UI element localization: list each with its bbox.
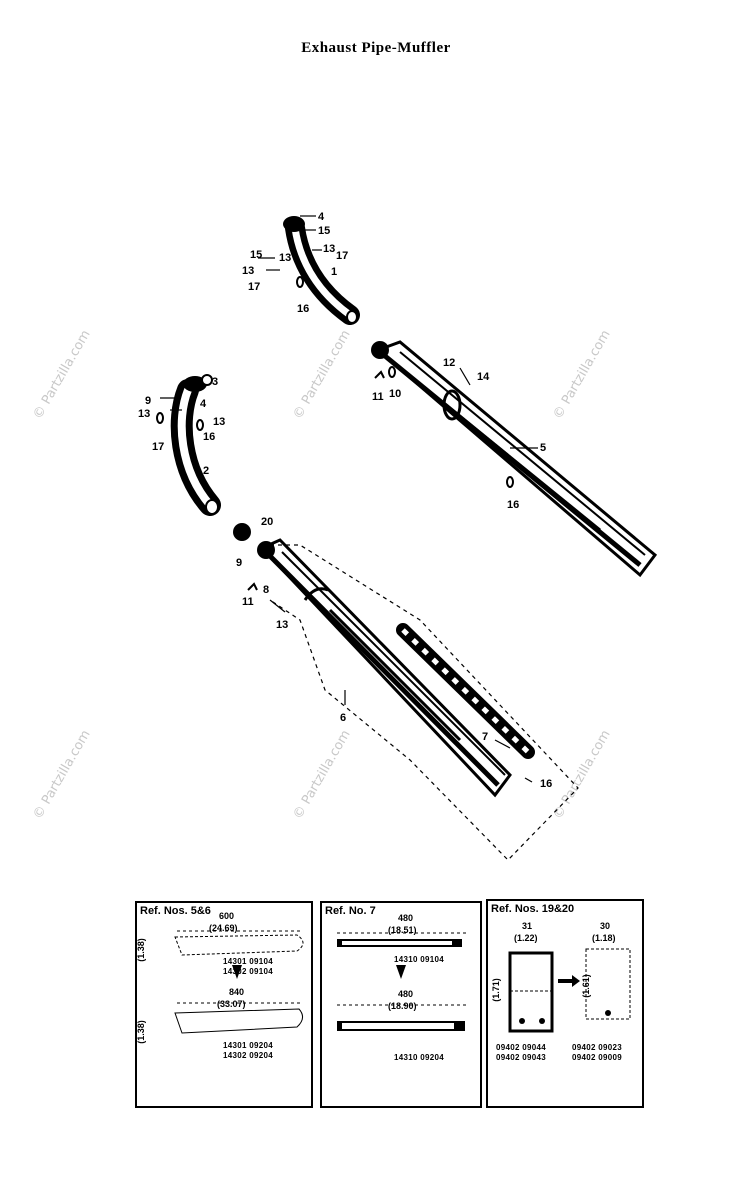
dimension-in: (18.51) bbox=[388, 925, 417, 935]
watermark-text: © Partzilla.com bbox=[290, 728, 353, 822]
callout-11: 11 bbox=[242, 596, 254, 608]
part-code: 14302 09104 bbox=[223, 967, 274, 976]
callout-8: 8 bbox=[372, 347, 378, 359]
callout-17: 17 bbox=[248, 281, 260, 293]
height-in: (1.38) bbox=[135, 1020, 146, 1044]
callout-1: 1 bbox=[331, 266, 337, 278]
part-code: 14310 09204 bbox=[394, 1053, 445, 1062]
part-code: 09402 09043 bbox=[496, 1053, 547, 1062]
callout-16: 16 bbox=[507, 499, 519, 511]
part-code: 09402 09009 bbox=[572, 1053, 623, 1062]
dimension-in: (1.18) bbox=[592, 933, 616, 943]
exhaust-pipe-1 bbox=[283, 216, 360, 325]
leader-lines bbox=[160, 215, 538, 783]
dimension-mm: 30 bbox=[600, 921, 611, 931]
callout-15: 15 bbox=[250, 249, 262, 261]
diagram-title: Exhaust Pipe-Muffler bbox=[301, 40, 451, 56]
callout-16: 16 bbox=[203, 431, 215, 443]
ref-box-title: Ref. No. 7 bbox=[325, 905, 376, 917]
part-code: 14302 09204 bbox=[223, 1051, 274, 1060]
baffle-profile-drawing bbox=[337, 932, 467, 1031]
callout-9: 9 bbox=[145, 395, 151, 407]
callout-16: 16 bbox=[297, 303, 309, 315]
callout-13: 13 bbox=[323, 243, 335, 255]
callout-13: 13 bbox=[138, 408, 150, 420]
callout-4: 4 bbox=[200, 398, 207, 410]
part-code: 14310 09104 bbox=[394, 955, 445, 964]
dimension-mm: 480 bbox=[398, 913, 414, 923]
part-code: 14301 09204 bbox=[223, 1041, 274, 1050]
ref-box-title: Ref. Nos. 19&20 bbox=[491, 903, 575, 915]
callout-13: 13 bbox=[276, 619, 288, 631]
part-code: 09402 09023 bbox=[572, 1043, 623, 1052]
callout-8: 8 bbox=[263, 584, 269, 596]
callout-14: 14 bbox=[477, 371, 490, 383]
hardware-bolts bbox=[156, 276, 514, 591]
watermark-text: © Partzilla.com bbox=[550, 328, 613, 422]
assembly-outline bbox=[269, 544, 579, 861]
callout-7: 7 bbox=[482, 731, 488, 743]
callout-9: 9 bbox=[236, 557, 242, 569]
dimension-mm: 600 bbox=[219, 911, 235, 921]
muffler-6 bbox=[233, 523, 512, 798]
dimension-mm: 480 bbox=[398, 989, 414, 999]
watermark-text: © Partzilla.com bbox=[290, 328, 353, 422]
callout-13: 13 bbox=[279, 252, 291, 264]
exhaust-pipe-2 bbox=[170, 374, 221, 516]
gasket-drawings bbox=[508, 948, 631, 1033]
callout-13: 13 bbox=[242, 265, 254, 277]
muffler-5 bbox=[371, 340, 658, 578]
ref-box-baffle: Ref. No. 7 480 (18.51) 14310 09104 480 (… bbox=[320, 901, 482, 1108]
callout-16: 16 bbox=[540, 778, 552, 790]
muffler-profile-drawing bbox=[174, 930, 304, 1034]
callout-11: 11 bbox=[372, 391, 384, 403]
callout-20: 20 bbox=[261, 516, 273, 528]
callout-17: 17 bbox=[336, 250, 348, 262]
dimension-mm: 840 bbox=[229, 987, 245, 997]
watermark-text: © Partzilla.com bbox=[30, 328, 93, 422]
part-code: 09402 09044 bbox=[496, 1043, 547, 1052]
ref-box-title: Ref. Nos. 5&6 bbox=[140, 905, 211, 917]
watermark-text: © Partzilla.com bbox=[550, 728, 613, 822]
dimension-in: (24.69) bbox=[209, 923, 238, 933]
callout-4: 4 bbox=[318, 211, 325, 223]
ref-box-gaskets: Ref. Nos. 19&20 31 (1.22) 30 (1.18) (1.7… bbox=[486, 899, 644, 1108]
callout-12: 12 bbox=[443, 357, 455, 369]
watermark-text: © Partzilla.com bbox=[30, 728, 93, 822]
baffle-tube-7 bbox=[396, 623, 535, 759]
callout-6: 6 bbox=[340, 712, 346, 724]
ref-box-muffler: Ref. Nos. 5&6 600 (24.69) (1.38) 14301 0… bbox=[135, 901, 313, 1108]
dimension-in: (1.22) bbox=[514, 933, 538, 943]
callout-2: 2 bbox=[203, 465, 209, 477]
callout-3: 3 bbox=[212, 376, 218, 388]
dimension-in: (33.07) bbox=[217, 999, 246, 1009]
callout-13: 13 bbox=[213, 416, 225, 428]
callout-17: 17 bbox=[152, 441, 164, 453]
dimension-in: (18.90) bbox=[388, 1001, 417, 1011]
callout-15: 15 bbox=[318, 225, 330, 237]
callout-10: 10 bbox=[389, 388, 401, 400]
dimension-mm: 31 bbox=[522, 921, 533, 931]
callout-5: 5 bbox=[540, 442, 546, 454]
part-code: 14301 09104 bbox=[223, 957, 274, 966]
